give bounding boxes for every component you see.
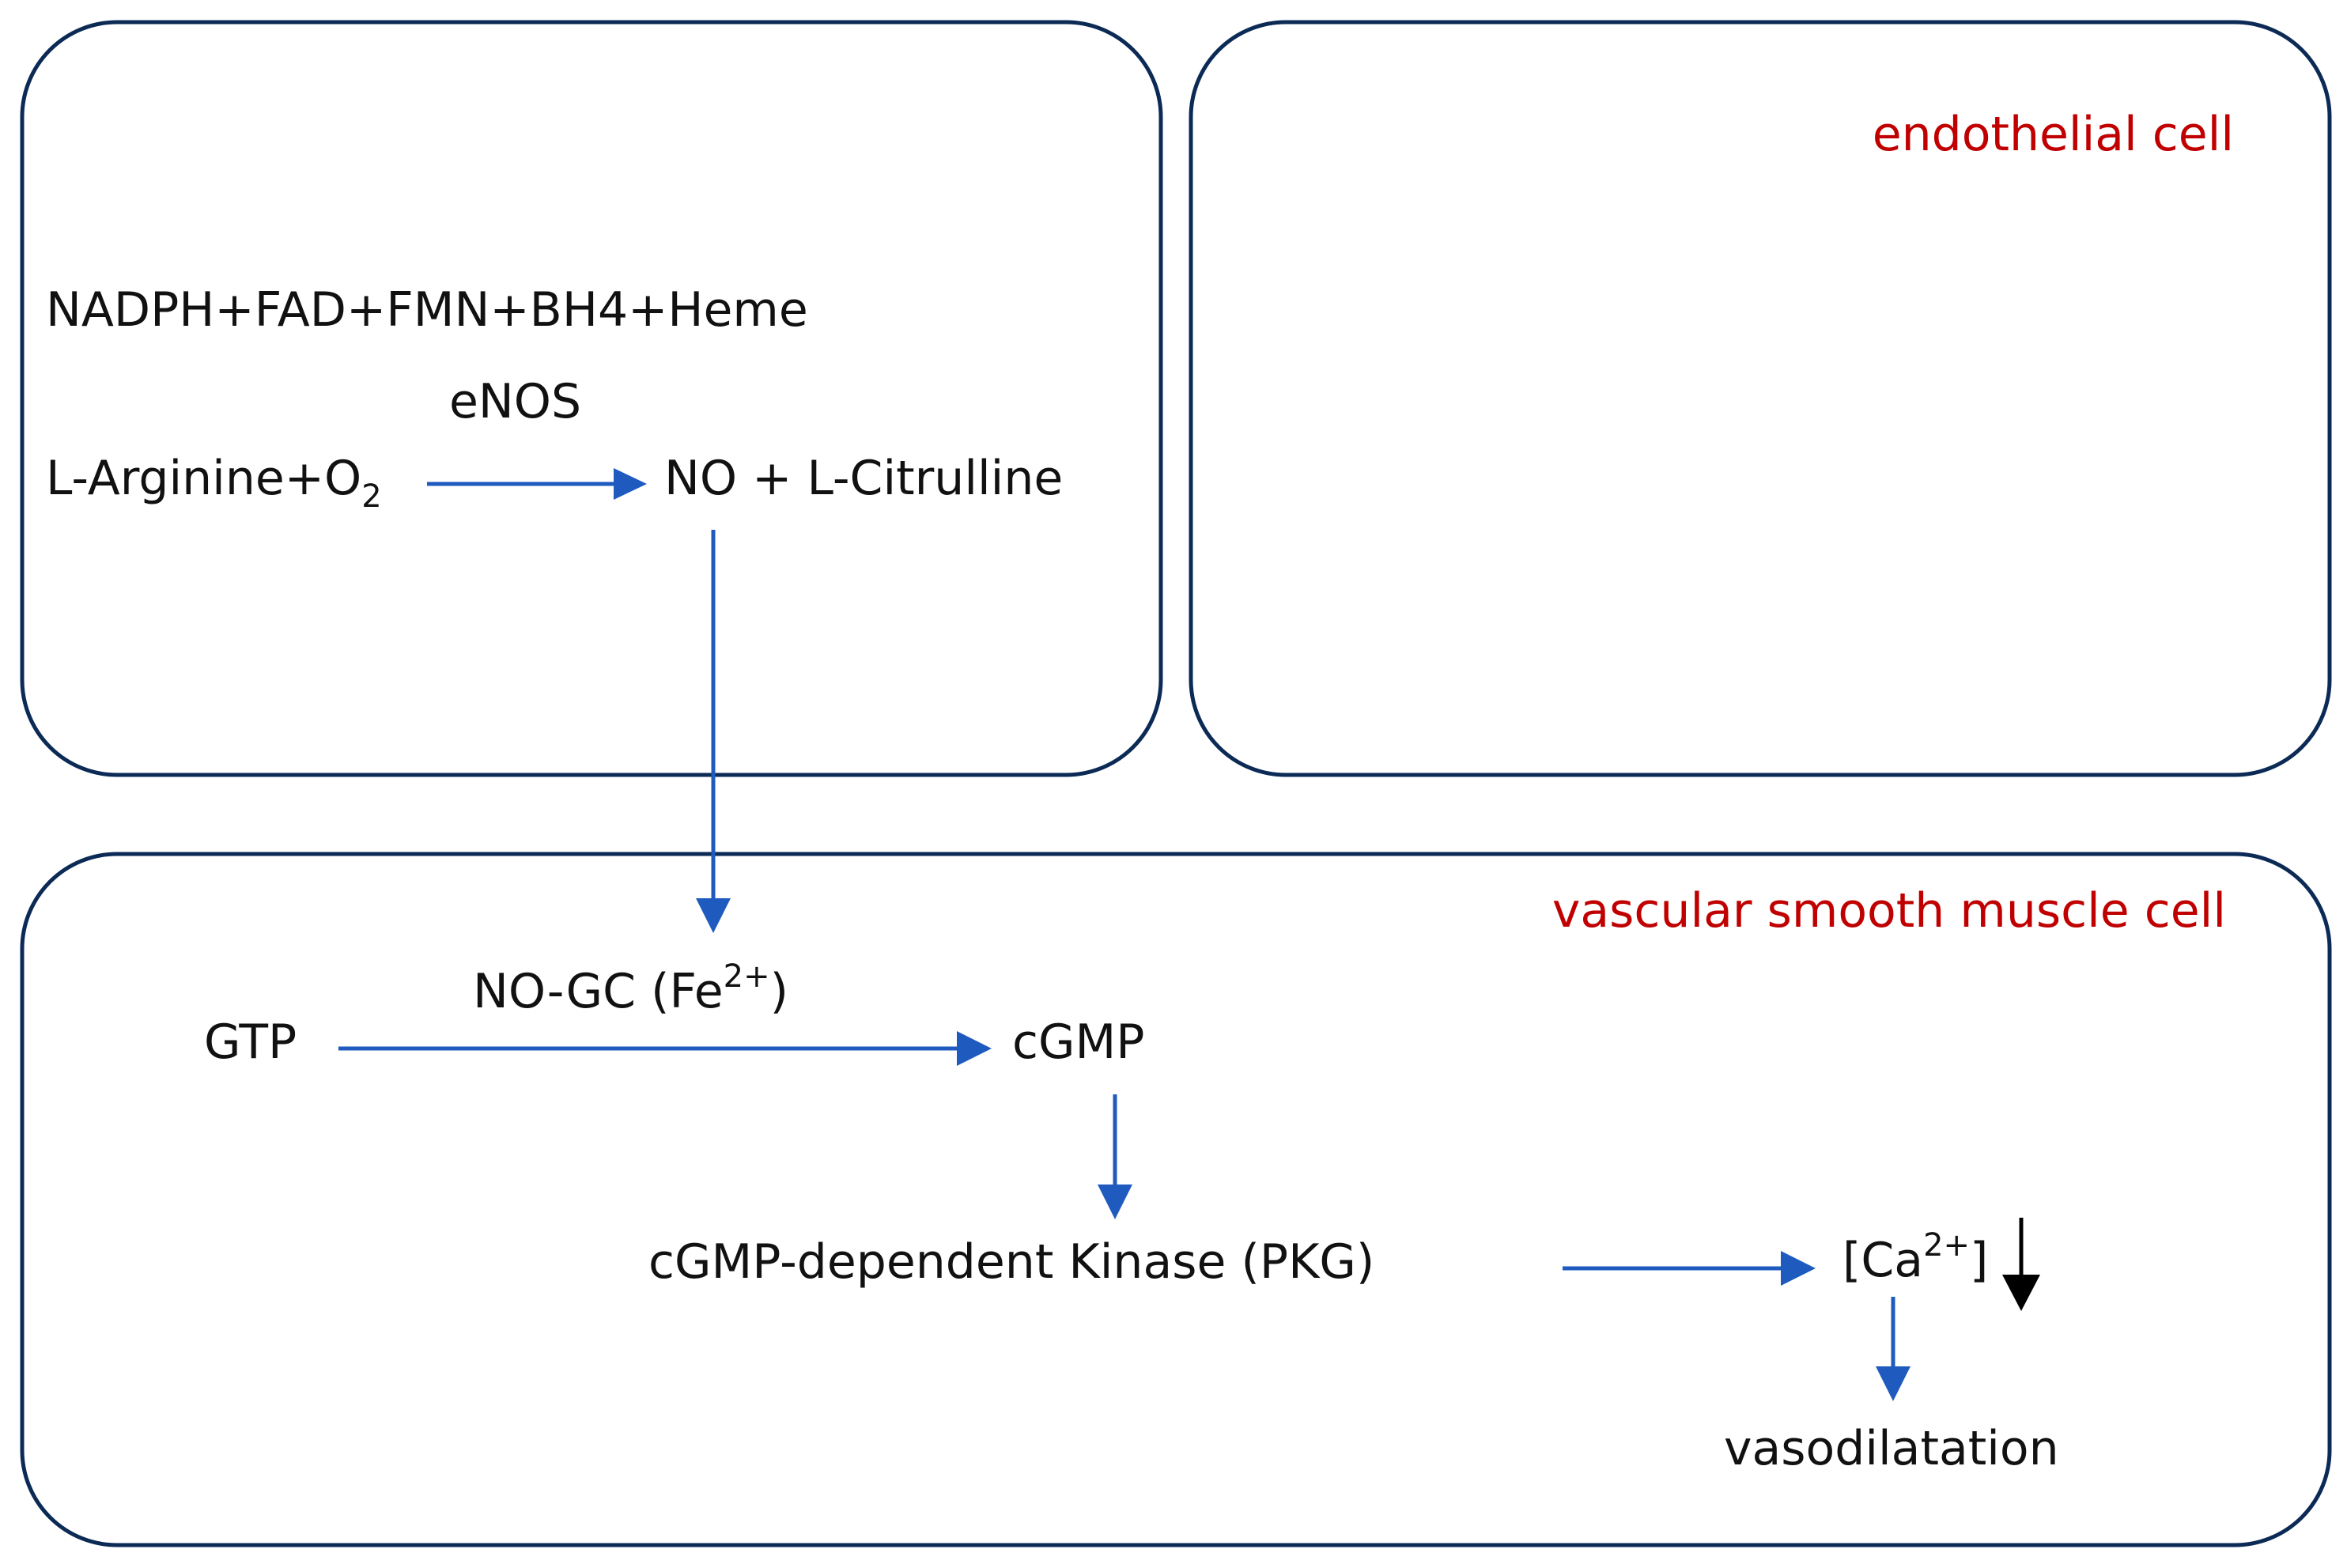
- vasodilatation-label: vasodilatation: [1724, 1421, 2059, 1476]
- vascular-smooth-muscle-cell-box: [20, 852, 2332, 1547]
- endothelial-cell-box-left: [20, 20, 1163, 777]
- endothelial-cell-label: endothelial cell: [1873, 107, 2234, 162]
- calcium-open-text: [Ca: [1842, 1233, 1923, 1288]
- pkg-label: cGMP-dependent Kinase (PKG): [648, 1234, 1374, 1290]
- calcium-decrease-arrow-head: [2002, 1275, 2040, 1311]
- enos-label: eNOS: [449, 374, 581, 429]
- enos-reaction-arrow-head: [614, 468, 647, 500]
- l-arginine-o2-label: L-Arginine+O2: [46, 451, 382, 515]
- pkg-to-calcium-arrow-head: [1781, 1251, 1816, 1286]
- cgmp-label: cGMP: [1012, 1014, 1144, 1070]
- l-arginine-text: L-Arginine+O: [46, 451, 361, 506]
- no-gc-label: NO-GC (Fe2+): [473, 958, 788, 1019]
- no-diffusion-arrow-head: [696, 898, 731, 933]
- no-citrulline-label: NO + L-Citrulline: [664, 451, 1063, 506]
- calcium-to-vasodilatation-arrow-head: [1876, 1366, 1910, 1401]
- cofactors-label: NADPH+FAD+FMN+BH4+Heme: [46, 282, 808, 338]
- vascular-smooth-muscle-cell-label: vascular smooth muscle cell: [1552, 883, 2226, 939]
- calcium-label: [Ca2+]: [1842, 1227, 1988, 1288]
- calcium-close-bracket: ]: [1970, 1233, 1988, 1288]
- gtp-to-cgmp-arrow-head: [957, 1031, 992, 1066]
- o2-subscript: 2: [361, 478, 381, 515]
- endothelial-cell-box-right: [1189, 20, 2332, 777]
- no-gc-text: NO-GC (Fe: [473, 964, 724, 1019]
- gtp-label: GTP: [204, 1014, 297, 1070]
- fe-superscript: 2+: [724, 958, 770, 995]
- no-gc-close-paren: ): [770, 964, 788, 1019]
- calcium-superscript: 2+: [1923, 1227, 1970, 1264]
- cgmp-to-pkg-arrow-head: [1098, 1185, 1132, 1219]
